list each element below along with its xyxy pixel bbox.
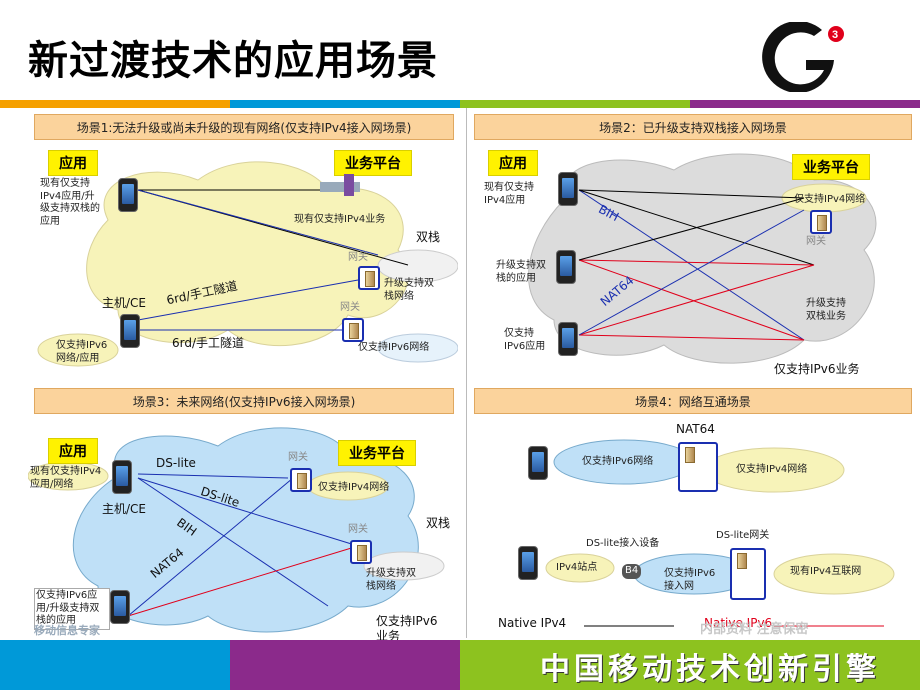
- panel3-platform-tag: 业务平台: [338, 440, 416, 466]
- panel1-host-ce: 主机/CE: [102, 296, 147, 310]
- panel3-host-ce: 主机/CE: [102, 502, 147, 516]
- phone-icon: [558, 172, 578, 206]
- panel4-native-ipv4: Native IPv4: [498, 616, 567, 630]
- panel1-upgraded-net: 升级支持双栈网络: [384, 278, 434, 302]
- phone-icon: [558, 322, 578, 356]
- panel2-diagram: [528, 153, 877, 364]
- panel2-app-tag: 应用: [488, 150, 538, 176]
- panel4-title: 场景4：网络互通场景: [474, 388, 912, 414]
- gateway-icon: [290, 468, 312, 492]
- dslite-gateway-icon: [730, 548, 766, 600]
- panel2-host2: 升级支持双栈的应用: [496, 260, 546, 284]
- panel4-ds-lite-access: DS-lite接入设备: [586, 538, 660, 549]
- panel1-ipv4-service: 现有仅支持IPv4业务: [294, 214, 386, 225]
- panel1-dual-stack: 双栈: [416, 230, 441, 244]
- panel4-ipv6-net: 仅支持IPv6网络: [582, 456, 654, 467]
- confidential-watermark: 内部资料 注意保密: [700, 622, 809, 637]
- panel1-host-label: 现有仅支持IPv4应用/升级支持双栈的应用: [40, 178, 100, 227]
- panel1-diagram: [37, 161, 458, 367]
- panel-divider: [466, 108, 467, 638]
- panel1-gateway2: 网关: [340, 302, 360, 313]
- phone-icon: [112, 460, 132, 494]
- slogan: 中国移动技术创新引擎: [540, 652, 880, 687]
- panel3-gateway2: 网关: [348, 524, 368, 535]
- panel3-host2: 仅支持IPv6应用/升级支持双栈的应用: [34, 588, 110, 630]
- phone-icon: [120, 314, 140, 348]
- panel1-ipv6-app: 仅支持IPv6网络/应用: [56, 340, 108, 364]
- svg-text:3: 3: [832, 29, 838, 41]
- panel1-app-tag: 应用: [48, 150, 98, 176]
- panel4-diagram: [545, 439, 895, 627]
- panel4-native-ipv6: Native IPv6: [704, 616, 773, 630]
- panel4-ipv4-internet: 现有IPv4互联网: [790, 566, 862, 577]
- panel2-gateway: 网关: [806, 236, 826, 247]
- panel3-upgraded-net: 升级支持双栈网络: [366, 568, 416, 592]
- panel2-title: 场景2：已升级支持双栈接入网场景: [474, 114, 912, 140]
- gateway-icon: [810, 210, 832, 234]
- phone-icon: [110, 590, 130, 624]
- panel3-diagram: [28, 427, 445, 633]
- phone-icon: [528, 446, 548, 480]
- panel2-upgraded-service: 升级支持双栈业务: [806, 298, 846, 322]
- top-color-bar: [0, 100, 920, 108]
- panel3-faded-text: 移动信息专家: [34, 624, 100, 637]
- panel1-gateway1: 网关: [348, 252, 368, 263]
- panel3-host1: 现有仅支持IPv4应用/网络: [30, 466, 102, 490]
- panel1-tunnel2: 6rd/手工隧道: [172, 336, 245, 350]
- panel1-ipv6-net: 仅支持IPv6网络: [358, 342, 430, 353]
- g3-logo: 3: [762, 20, 844, 93]
- bottom-color-bar: [0, 640, 920, 690]
- phone-icon: [556, 250, 576, 284]
- nat64-gateway-icon: [678, 442, 718, 492]
- phone-icon: [518, 546, 538, 580]
- panel4-ipv4-site: IPv4站点: [556, 562, 598, 573]
- page-title: 新过渡技术的应用场景: [28, 38, 438, 84]
- server-icon: [320, 174, 360, 196]
- panel4-b4: B4: [622, 564, 642, 579]
- panel3-gateway1: 网关: [288, 452, 308, 463]
- gateway-icon: [350, 540, 372, 564]
- panel4-nat64: NAT64: [676, 422, 715, 436]
- panel3-title: 场景3：未来网络(仅支持IPv6接入网场景): [34, 388, 454, 414]
- panel4-ipv4-net: 仅支持IPv4网络: [736, 464, 808, 475]
- panel3-dual-stack: 双栈: [426, 516, 451, 530]
- panel1-platform-tag: 业务平台: [334, 150, 412, 176]
- gateway-icon: [342, 318, 364, 342]
- panel3-app-tag: 应用: [48, 438, 98, 464]
- panel2-host3: 仅支持IPv6应用: [504, 328, 546, 352]
- panel2-ipv4-net: 仅支持IPv4网络: [794, 194, 866, 205]
- panel4-ds-lite-gw: DS-lite网关: [716, 530, 770, 541]
- panel4-ipv6-access: 仅支持IPv6接入网: [664, 568, 716, 592]
- panel1-title: 场景1:无法升级或尚未升级的现有网络(仅支持IPv4接入网场景): [34, 114, 454, 140]
- panel2-host1: 现有仅支持IPv4应用: [484, 182, 534, 206]
- gateway-icon: [358, 266, 380, 290]
- panel3-ipv6-service: 仅支持IPv6业务: [376, 614, 438, 643]
- panel3-ipv4-net: 仅支持IPv4网络: [318, 482, 390, 493]
- panel2-ipv6-service: 仅支持IPv6业务: [774, 362, 860, 376]
- phone-icon: [118, 178, 138, 212]
- panel3-ds-lite1: DS-lite: [156, 456, 196, 470]
- panel2-platform-tag: 业务平台: [792, 154, 870, 180]
